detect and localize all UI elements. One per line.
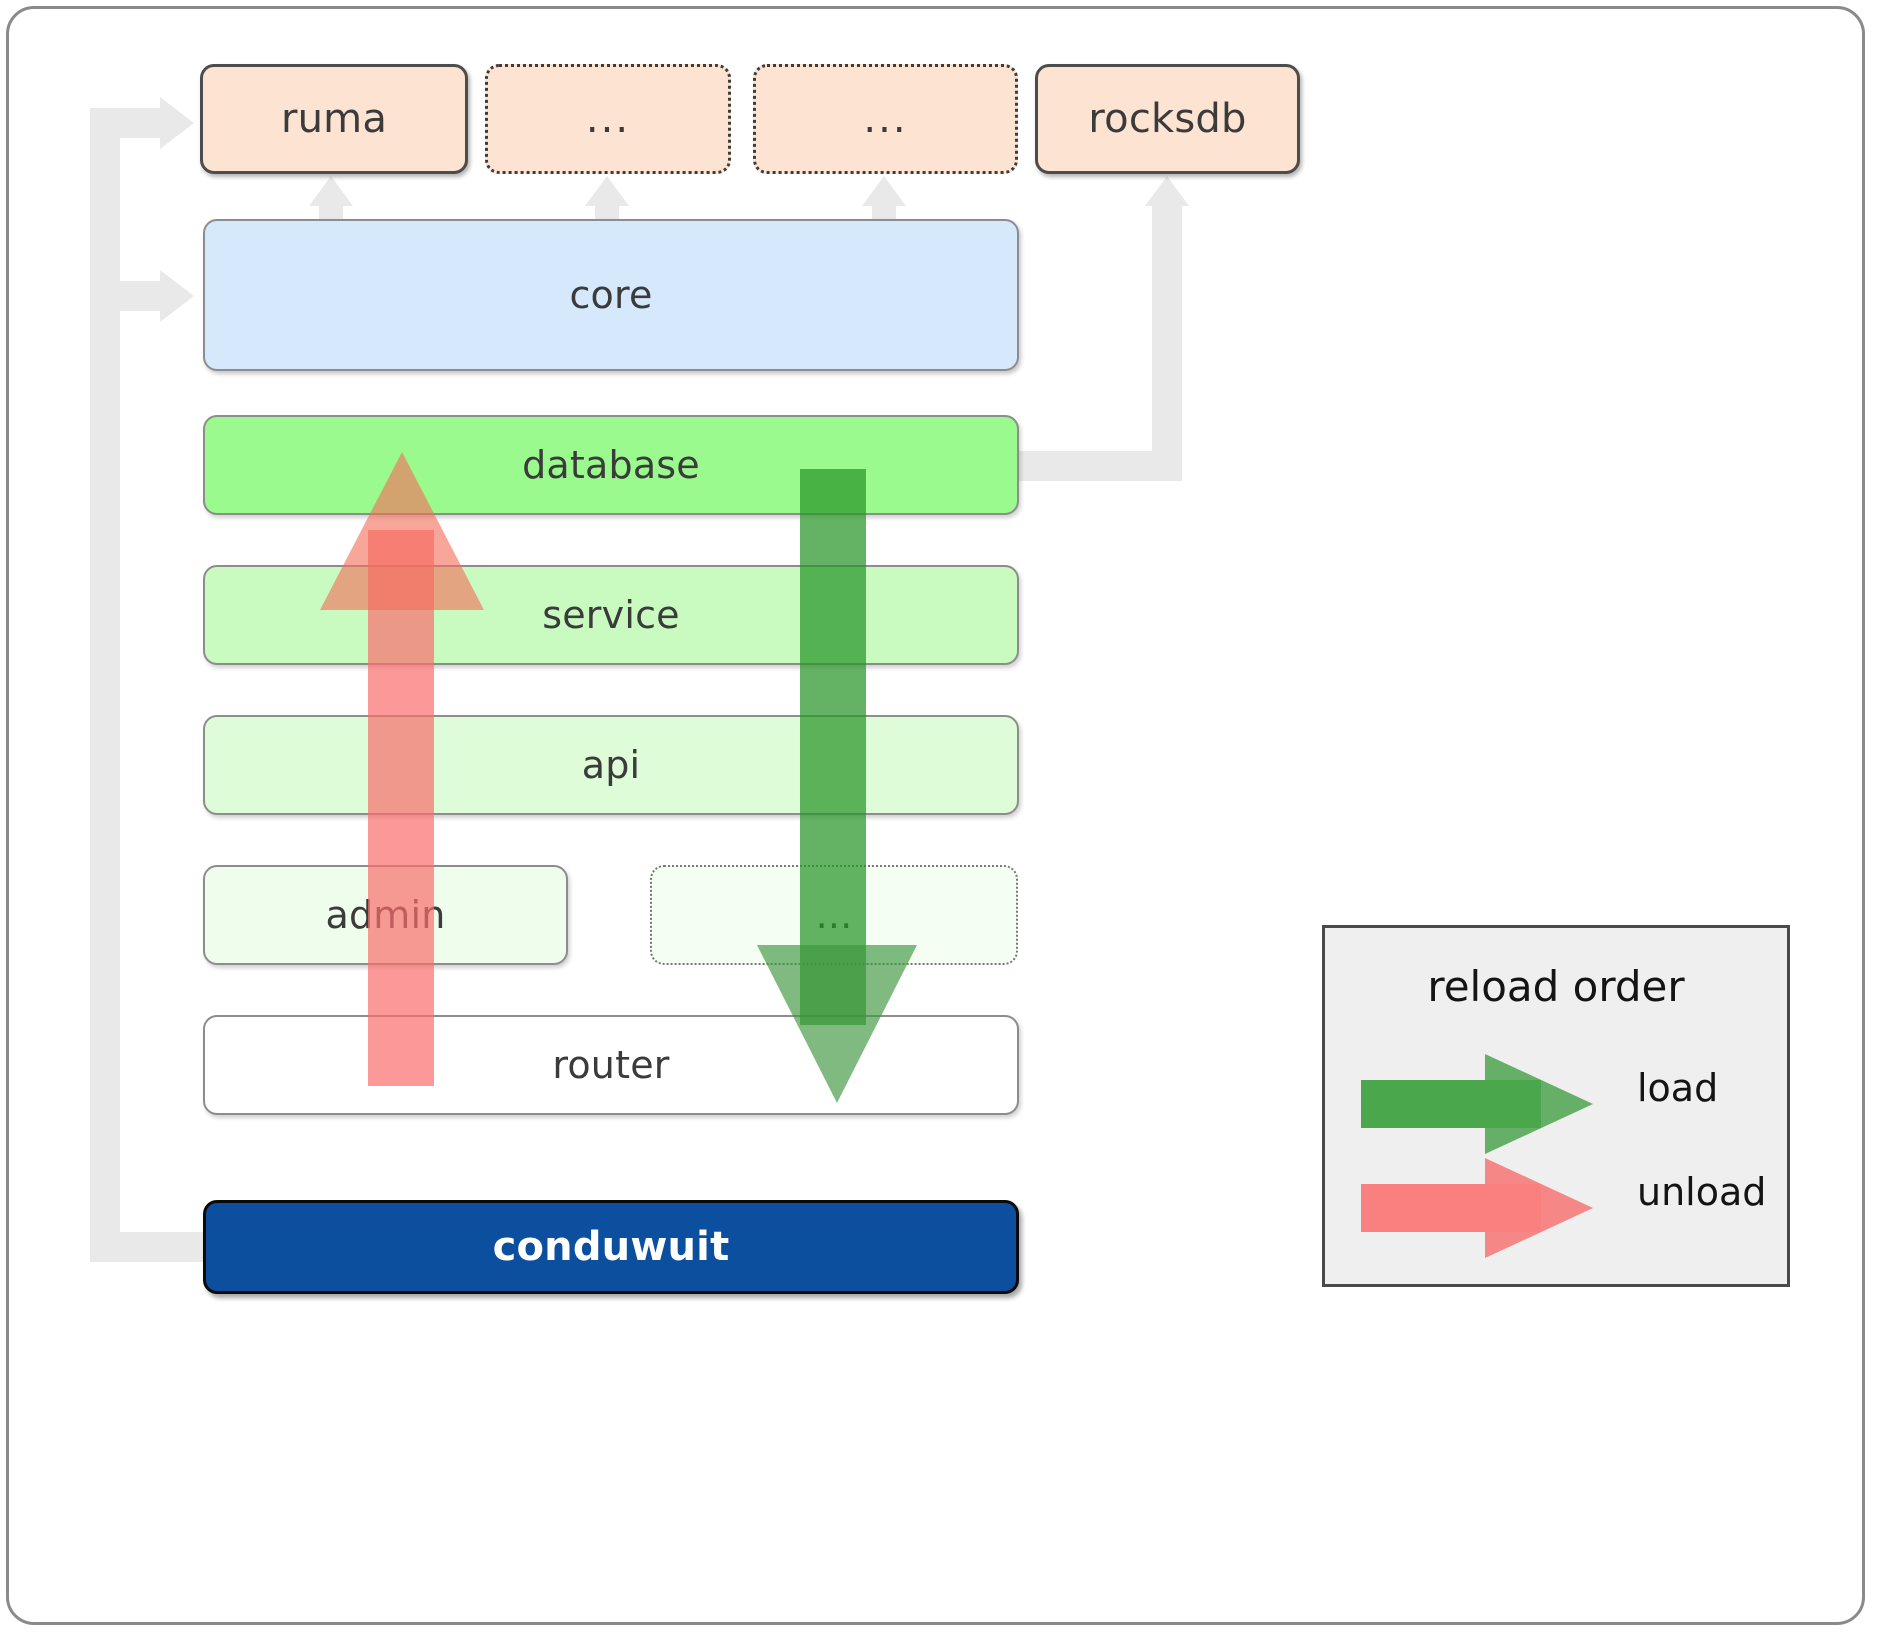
load-arrow-head (757, 945, 917, 1103)
dependency-label-rocksdb: rocksdb (1088, 96, 1247, 142)
binary-box-conduwuit[interactable]: conduwuit (203, 1200, 1019, 1294)
connector-arrow-to-ruma (160, 97, 194, 149)
dependency-label-ruma: ruma (280, 96, 388, 142)
crate-label-router: router (552, 1043, 670, 1087)
crate-label-core: core (569, 273, 653, 317)
connector-arrow-to-rocksdb (1145, 176, 1189, 206)
dependency-box-ruma[interactable]: ruma (200, 64, 468, 174)
legend-panel: reload order load unload (1322, 925, 1790, 1287)
connector-core-to-ruma-arrow (309, 176, 353, 206)
dependency-box-more-1[interactable]: ... (485, 64, 731, 174)
legend-load-arrow-shaft (1361, 1080, 1541, 1128)
unload-arrow-head (320, 452, 484, 610)
connector-right-rail-vertical (1152, 206, 1182, 481)
crate-label-service: service (542, 593, 680, 637)
dependency-label-more-1: ... (585, 96, 631, 142)
legend-label-unload: unload (1637, 1170, 1767, 1214)
dependency-box-more-2[interactable]: ... (753, 64, 1018, 174)
binary-label-conduwuit: conduwuit (492, 1224, 730, 1270)
load-arrow-shaft (800, 469, 866, 1025)
dependency-box-rocksdb[interactable]: rocksdb (1035, 64, 1300, 174)
unload-arrow-shaft (368, 530, 434, 1086)
crate-label-database: database (522, 443, 700, 487)
dependency-label-more-2: ... (863, 96, 908, 142)
connector-core-to-dep2-arrow (585, 176, 629, 206)
legend-unload-arrow-shaft (1361, 1184, 1541, 1232)
legend-title: reload order (1427, 962, 1685, 1011)
crate-box-api[interactable]: api (203, 715, 1019, 815)
legend-label-load: load (1637, 1066, 1719, 1110)
crate-label-api: api (581, 743, 641, 787)
connector-core-to-dep3-arrow (862, 176, 906, 206)
crate-box-core[interactable]: core (203, 219, 1019, 371)
connector-database-to-right-rail (1019, 451, 1174, 481)
connector-arrow-to-core (160, 270, 194, 322)
